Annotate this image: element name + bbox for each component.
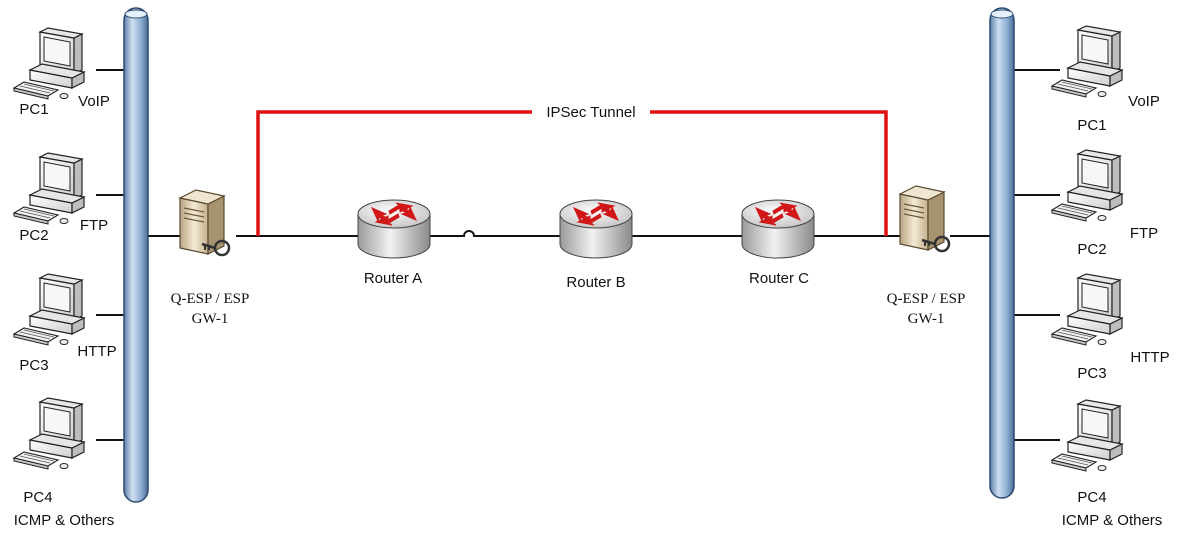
gateway-label-line2: GW-1 xyxy=(908,311,945,327)
gateway-label-line2: GW-1 xyxy=(192,311,229,327)
pc-name: PC4 xyxy=(1077,489,1106,506)
desktop-computer-icon xyxy=(13,397,85,470)
gateway-label-line1: Q-ESP / ESP xyxy=(171,291,250,307)
left-network-bus xyxy=(123,7,149,503)
pc-service: FTP xyxy=(80,217,108,234)
right-gateway: Q-ESP / ESP GW-1 xyxy=(887,184,966,327)
desktop-computer-icon xyxy=(13,273,85,346)
network-bus-icon xyxy=(989,7,1015,499)
pc-name: PC1 xyxy=(19,101,48,118)
pc-service: FTP xyxy=(1130,225,1158,242)
server-with-key-icon xyxy=(178,188,231,257)
network-bus-icon xyxy=(123,7,149,503)
router-label: Router A xyxy=(364,270,422,287)
router-b: Router B xyxy=(559,199,633,291)
pc-service: ICMP & Others xyxy=(14,512,115,529)
desktop-computer-icon xyxy=(13,152,85,225)
pc-service: HTTP xyxy=(1130,349,1169,366)
desktop-computer-icon xyxy=(1051,399,1123,472)
pc-name: PC4 xyxy=(23,489,52,506)
desktop-computer-icon xyxy=(13,27,85,100)
router-icon xyxy=(741,199,815,259)
pc-service: VoIP xyxy=(78,93,110,110)
ipsec-tunnel: IPSec Tunnel xyxy=(256,103,888,236)
pc-name: PC2 xyxy=(1077,241,1106,258)
pc-name: PC2 xyxy=(19,227,48,244)
router-c: Router C xyxy=(741,199,815,287)
pc-service: HTTP xyxy=(77,343,116,360)
pc-name: PC3 xyxy=(19,357,48,374)
router-label: Router C xyxy=(749,270,809,287)
router-a: Router A xyxy=(357,199,431,287)
ipsec-tunnel-label: IPSec Tunnel xyxy=(546,104,635,121)
gateway-label-line1: Q-ESP / ESP xyxy=(887,291,966,307)
pc-name: PC3 xyxy=(1077,365,1106,382)
pc-service: VoIP xyxy=(1128,93,1160,110)
link-routerA-routerB xyxy=(430,230,560,237)
router-icon xyxy=(357,199,431,259)
left-pc-4: PC4 ICMP & Others xyxy=(13,397,115,529)
pc-service: ICMP & Others xyxy=(1062,512,1163,529)
desktop-computer-icon xyxy=(1051,273,1123,346)
bus-top-cap xyxy=(124,9,148,19)
right-pc-3: PC3 HTTP xyxy=(1051,273,1170,382)
right-network-bus xyxy=(989,7,1015,499)
bus-top-cap xyxy=(990,9,1014,19)
server-with-key-icon xyxy=(898,184,951,253)
left-pc-2: PC2 FTP xyxy=(13,152,108,244)
desktop-computer-icon xyxy=(1051,25,1123,98)
right-pc-1: PC1 VoIP xyxy=(1051,25,1160,134)
router-icon xyxy=(559,199,633,259)
ipsec-tunnel-label-bg xyxy=(532,103,650,121)
right-pc-4: PC4 ICMP & Others xyxy=(1051,399,1163,529)
router-label: Router B xyxy=(566,274,625,291)
right-pc-2: PC2 FTP xyxy=(1051,149,1158,258)
desktop-computer-icon xyxy=(1051,149,1123,222)
left-gateway: Q-ESP / ESP GW-1 xyxy=(171,188,250,327)
left-pc-1: PC1 VoIP xyxy=(13,27,110,118)
left-pc-3: PC3 HTTP xyxy=(13,273,117,374)
pc-name: PC1 xyxy=(1077,117,1106,134)
